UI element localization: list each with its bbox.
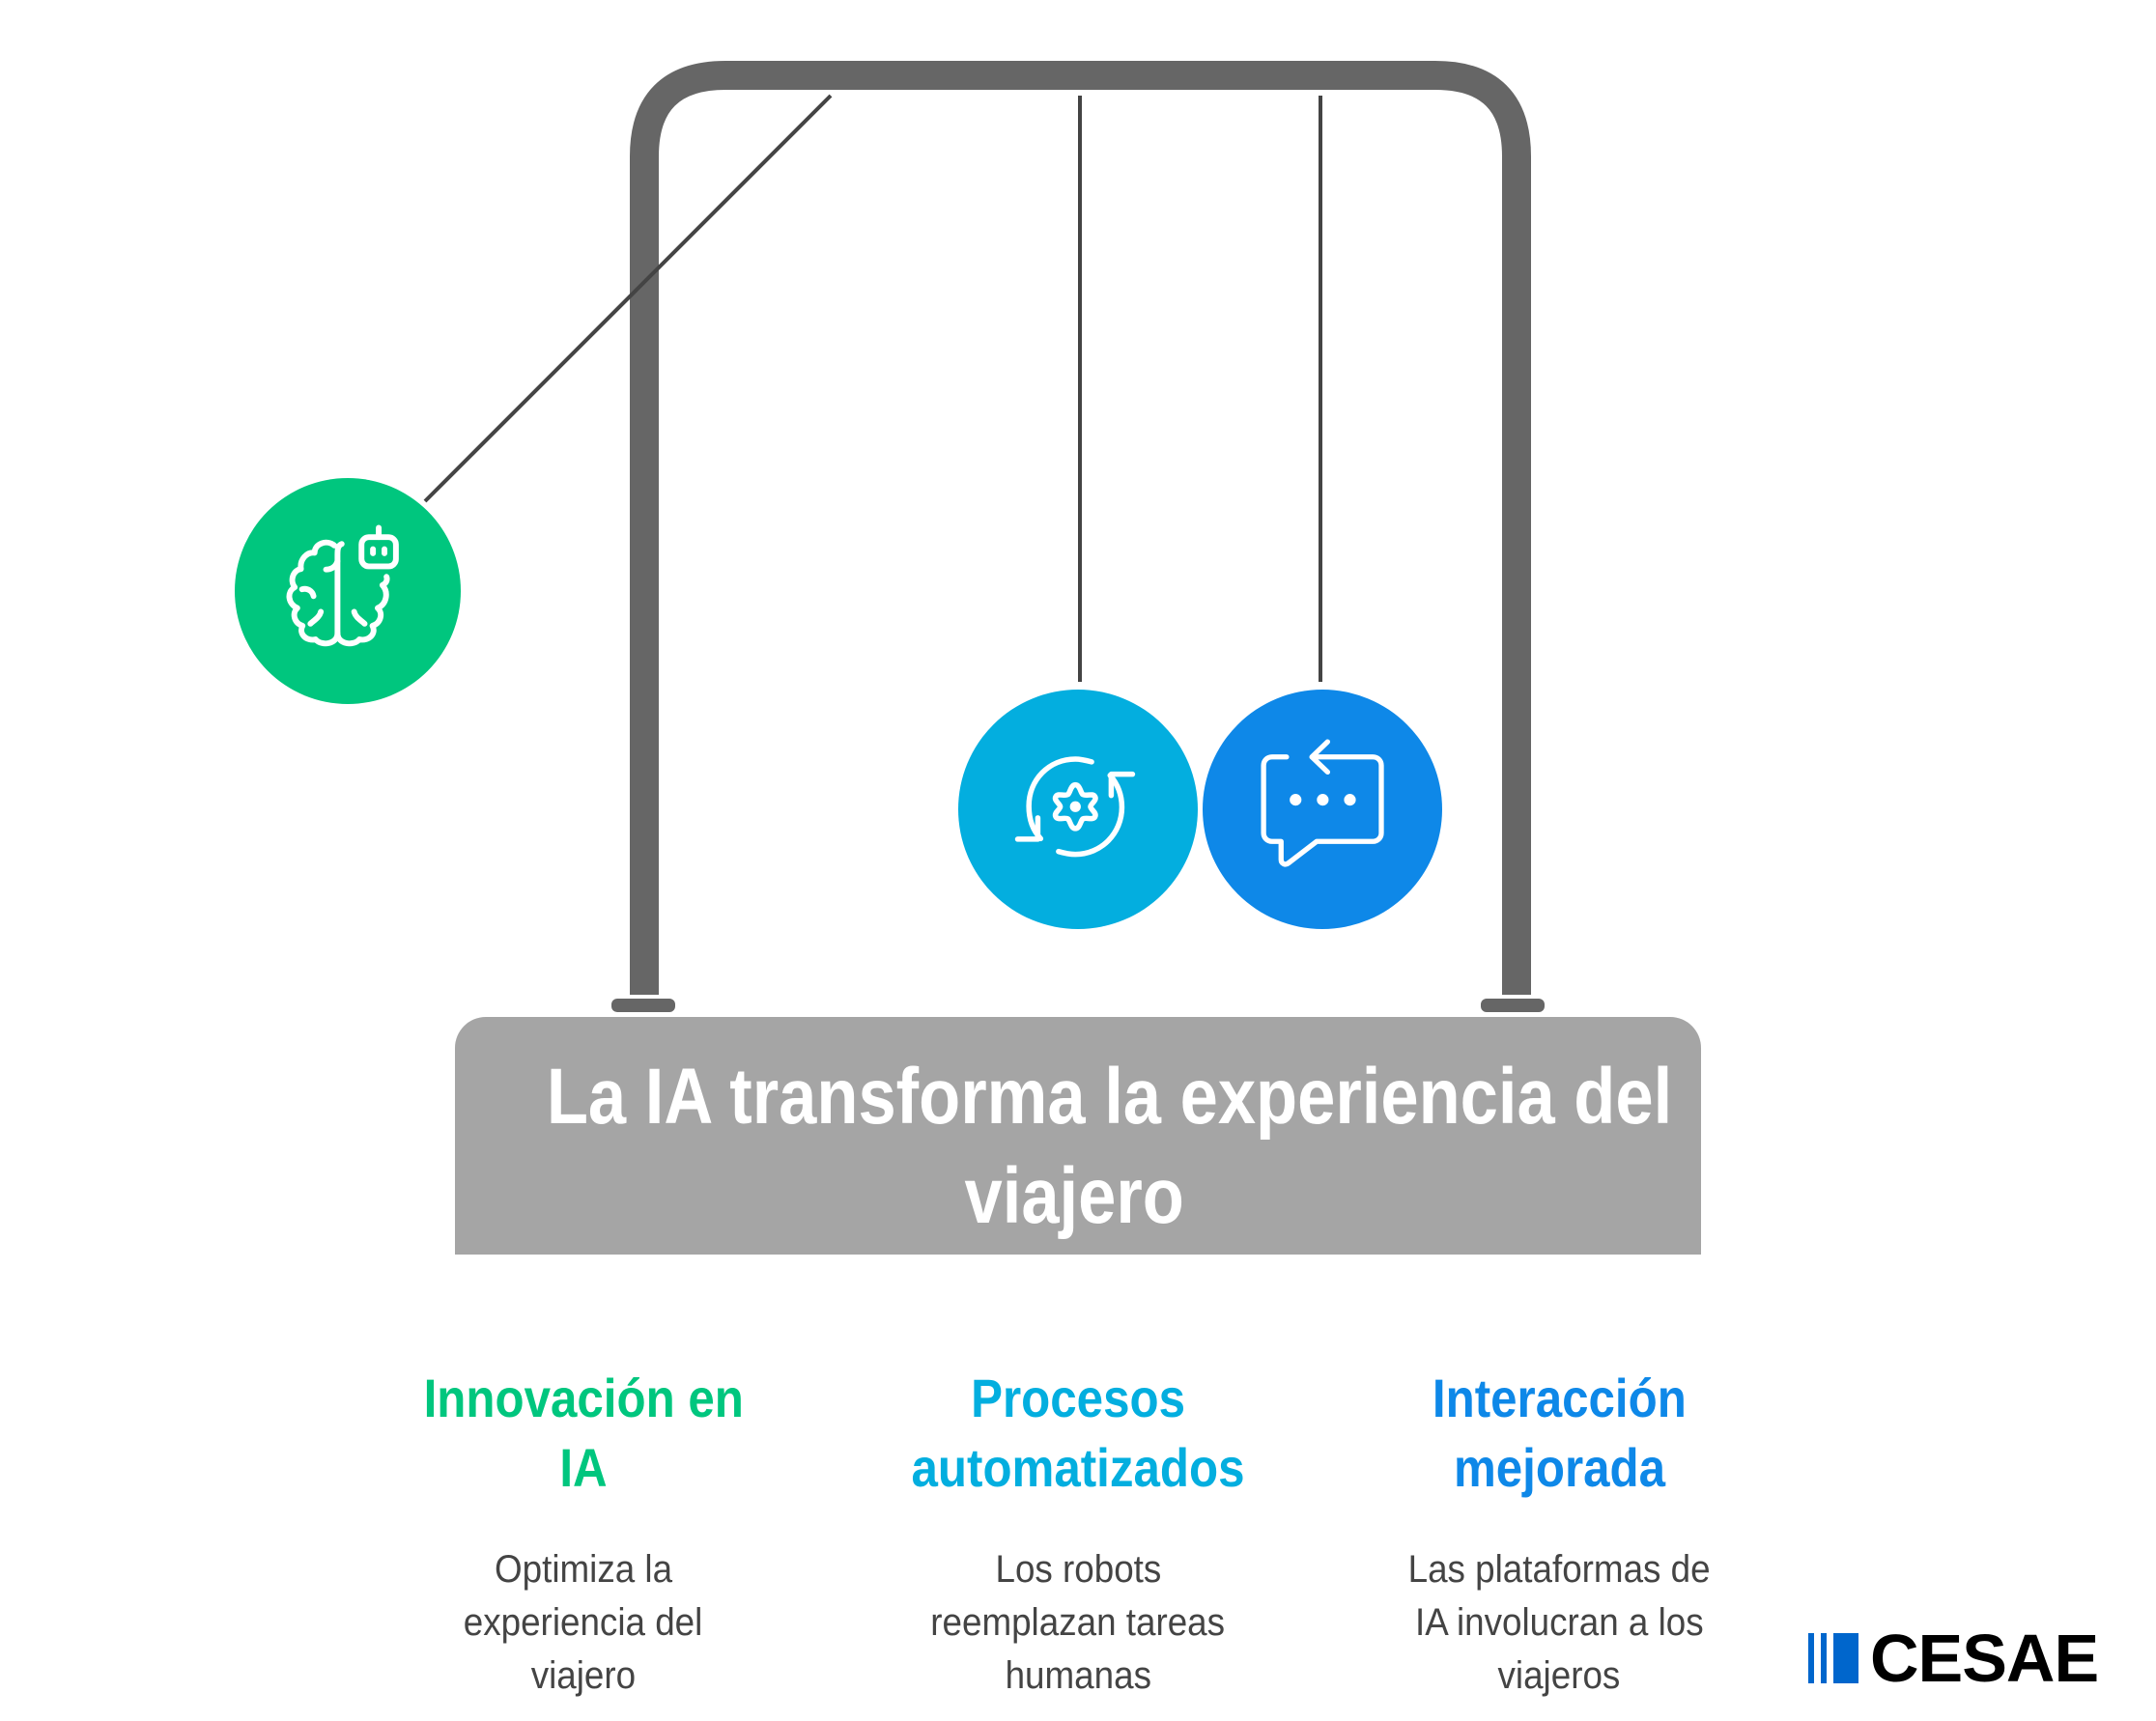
column-body-line: viajero bbox=[332, 1650, 835, 1703]
heading-text: Interacción bbox=[1432, 1368, 1687, 1428]
body-text: Los robots bbox=[995, 1548, 1161, 1591]
column-heading-line: Procesos bbox=[827, 1364, 1329, 1433]
body-text: IA involucran a los bbox=[1414, 1601, 1704, 1644]
logo-bar-icon bbox=[1821, 1633, 1827, 1683]
column-body-line: Los robots bbox=[827, 1543, 1329, 1596]
body-text: Las plataformas de bbox=[1407, 1548, 1711, 1591]
column-heading-line: Innovación en bbox=[332, 1364, 835, 1433]
string-green bbox=[423, 94, 833, 503]
title-text-2: viajero bbox=[964, 1152, 1184, 1240]
title-banner: La IA transforma la experiencia del viaj… bbox=[455, 1017, 1701, 1255]
column-heading-line: automatizados bbox=[827, 1433, 1329, 1503]
body-text: reemplazan tareas bbox=[930, 1601, 1226, 1644]
body-text: viajero bbox=[530, 1654, 637, 1697]
right-foot bbox=[1481, 999, 1545, 1012]
ball-automation bbox=[958, 690, 1198, 929]
heading-text: IA bbox=[559, 1437, 608, 1498]
title-line-2: viajero bbox=[451, 1157, 1697, 1236]
column-body-line: IA involucran a los bbox=[1308, 1596, 1810, 1650]
column-heading-line: Interacción bbox=[1308, 1364, 1810, 1433]
column-body-line: experiencia del bbox=[332, 1596, 835, 1650]
ball-innovation bbox=[235, 478, 461, 704]
column-body-line: Optimiza la bbox=[332, 1543, 835, 1596]
heading-text: Procesos bbox=[971, 1368, 1185, 1428]
title-line-1: La IA transforma la experiencia del bbox=[455, 1058, 1701, 1137]
left-foot bbox=[611, 999, 675, 1012]
column-body-line: reemplazan tareas bbox=[827, 1596, 1329, 1650]
brain-robot-icon bbox=[286, 524, 399, 647]
ball-interaction bbox=[1203, 690, 1442, 929]
heading-text: mejorada bbox=[1453, 1437, 1665, 1498]
column-body-line: Las plataformas de bbox=[1308, 1543, 1810, 1596]
column-body-line: humanas bbox=[827, 1650, 1329, 1703]
body-text: Optimiza la bbox=[494, 1548, 673, 1591]
title-text-1: La IA transforma la experiencia del bbox=[546, 1053, 1673, 1141]
logo-bar-icon bbox=[1808, 1633, 1814, 1683]
logo-bar-icon bbox=[1833, 1633, 1858, 1683]
logo-text: CESAE bbox=[1870, 1621, 2099, 1696]
heading-text: automatizados bbox=[911, 1437, 1245, 1498]
column-body-line: viajeros bbox=[1308, 1650, 1810, 1703]
heading-text: Innovación en bbox=[423, 1368, 744, 1428]
cradle-frame bbox=[630, 61, 1531, 995]
column-heading-line: mejorada bbox=[1308, 1433, 1810, 1503]
body-text: experiencia del bbox=[464, 1601, 703, 1644]
gear-cycle-icon bbox=[1014, 756, 1136, 858]
column-heading-line: IA bbox=[332, 1433, 835, 1503]
body-text: viajeros bbox=[1497, 1654, 1621, 1697]
body-text: humanas bbox=[1005, 1654, 1151, 1697]
chat-reply-icon bbox=[1261, 739, 1384, 867]
